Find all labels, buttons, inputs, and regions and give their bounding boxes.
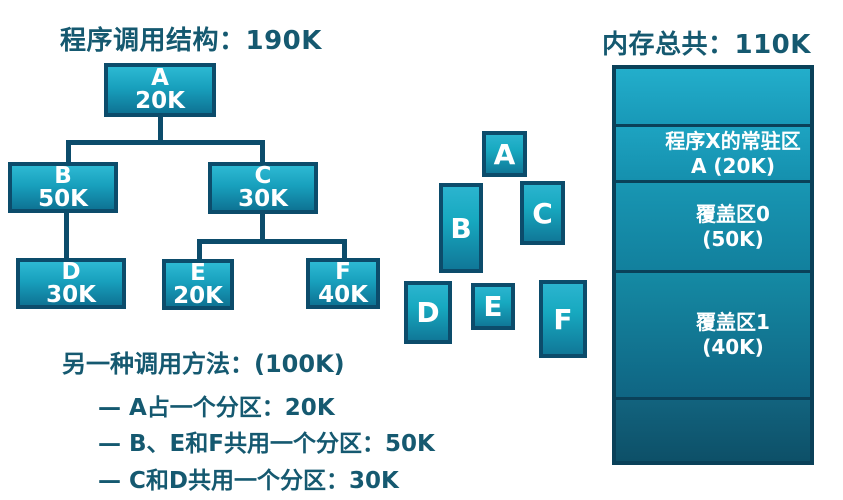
partition-label-d: D (416, 296, 440, 329)
call-structure-title: 程序调用结构：190K (60, 26, 322, 56)
connector-a-down (158, 115, 163, 142)
tree-node-e: E 20K (162, 259, 234, 310)
memory-section-resident: 程序X的常驻区 A (20K) (616, 127, 810, 183)
memory-section-overlay1: 覆盖区1 (40K) (616, 273, 810, 400)
connector-e-drop (197, 239, 202, 261)
tree-node-d: D 30K (16, 258, 126, 309)
alt-method-title: 另一种调用方法：(100K) (62, 350, 345, 378)
tree-node-b-label: B (54, 162, 72, 189)
tree-node-a-size: 20K (135, 88, 185, 114)
partition-box-b: B (439, 183, 483, 273)
connector-c-down (260, 211, 265, 244)
tree-node-f: F 40K (306, 258, 380, 309)
memory-column: 程序X的常驻区 A (20K) 覆盖区0 (50K) 覆盖区1 (40K) (612, 65, 814, 465)
tree-node-b-size: 50K (38, 185, 88, 212)
tree-node-c: C 30K (208, 162, 318, 214)
tree-node-f-label: F (335, 258, 351, 285)
partition-label-c: C (532, 196, 553, 230)
memory-section-free-top (616, 69, 810, 127)
memory-section-line2: (50K) (702, 226, 764, 251)
memory-total-title: 内存总共：110K (602, 30, 811, 60)
tree-node-a: A 20K (104, 63, 216, 117)
memory-section-line2: (40K) (702, 335, 764, 359)
memory-section-overlay0: 覆盖区0 (50K) (616, 183, 810, 273)
alt-method-item-2: — B、E和F共用一个分区：50K (98, 431, 435, 457)
memory-section-line1: 覆盖区1 (696, 310, 770, 334)
connector-b-drop (66, 140, 71, 164)
connector-f-drop (342, 239, 347, 260)
memory-section-free-bottom (616, 400, 810, 461)
tree-node-e-size: 20K (173, 282, 223, 309)
memory-section-line1: 程序X的常驻区 (665, 128, 801, 153)
tree-node-e-label: E (190, 259, 206, 286)
tree-node-c-label: C (254, 163, 272, 189)
partition-label-a: A (493, 137, 516, 171)
tree-node-d-size: 30K (46, 281, 96, 308)
partition-label-e: E (483, 290, 503, 323)
tree-node-f-size: 40K (318, 281, 368, 308)
memory-section-line1: 覆盖区0 (696, 201, 770, 226)
memory-section-line2: A (20K) (690, 153, 776, 178)
tree-node-a-label: A (151, 65, 169, 91)
partition-box-e: E (471, 283, 515, 330)
connector-ef-horizontal (197, 239, 347, 244)
partition-label-b: B (450, 211, 472, 245)
partition-label-f: F (553, 302, 573, 336)
tree-node-d-label: D (61, 258, 81, 285)
partition-box-a: A (482, 131, 527, 177)
partition-box-f: F (539, 280, 587, 358)
tree-node-c-size: 30K (238, 186, 288, 212)
connector-b-to-d (64, 211, 69, 260)
partition-box-d: D (404, 281, 452, 344)
alt-method-item-1: — A占一个分区：20K (98, 395, 335, 421)
tree-node-b: B 50K (8, 162, 118, 213)
partition-box-c: C (520, 181, 565, 245)
connector-bc-horizontal (66, 140, 265, 145)
alt-method-item-3: — C和D共用一个分区：30K (98, 468, 399, 494)
connector-c-drop (260, 140, 265, 164)
